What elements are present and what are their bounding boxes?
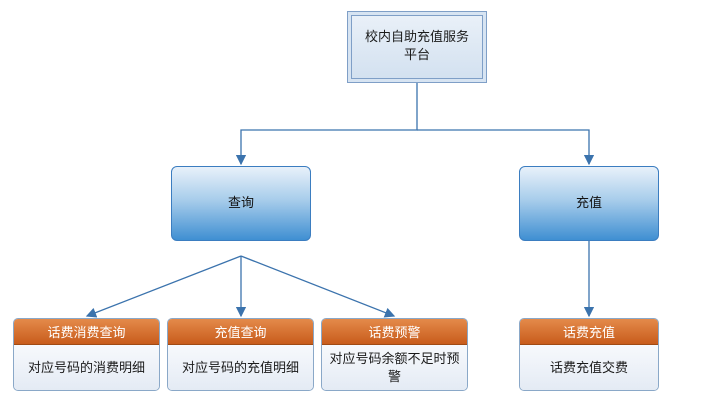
leaf-consumption-query: 话费消费查询 对应号码的消费明细 bbox=[13, 318, 160, 391]
leaf-title: 话费充值 bbox=[520, 319, 658, 345]
recharge-node: 充值 bbox=[519, 166, 659, 241]
root-connector bbox=[235, 83, 418, 166]
root-label: 校内自助充值服务平台 bbox=[364, 30, 469, 63]
query-connector bbox=[240, 255, 396, 318]
leaf-title: 话费消费查询 bbox=[14, 319, 159, 345]
leaf-recharge-query: 充值查询 对应号码的充值明细 bbox=[167, 318, 314, 391]
recharge-label: 充值 bbox=[575, 195, 602, 211]
leaf-desc: 对应号码的充值明细 bbox=[168, 345, 313, 390]
query-label: 查询 bbox=[227, 195, 254, 211]
leaf-desc: 对应号码余额不足时预警 bbox=[322, 345, 467, 390]
leaf-desc: 话费充值交费 bbox=[520, 345, 658, 390]
leaf-desc: 对应号码的消费明细 bbox=[14, 345, 159, 390]
root-node: 校内自助充值服务平台 bbox=[347, 11, 487, 83]
leaf-balance-alert: 话费预警 对应号码余额不足时预警 bbox=[321, 318, 468, 391]
root-connector bbox=[417, 129, 595, 166]
leaf-phone-recharge: 话费充值 话费充值交费 bbox=[519, 318, 659, 391]
query-node: 查询 bbox=[171, 166, 311, 241]
leaf-title: 话费预警 bbox=[322, 319, 467, 345]
leaf-title: 充值查询 bbox=[168, 319, 313, 345]
query-connector bbox=[85, 255, 242, 318]
